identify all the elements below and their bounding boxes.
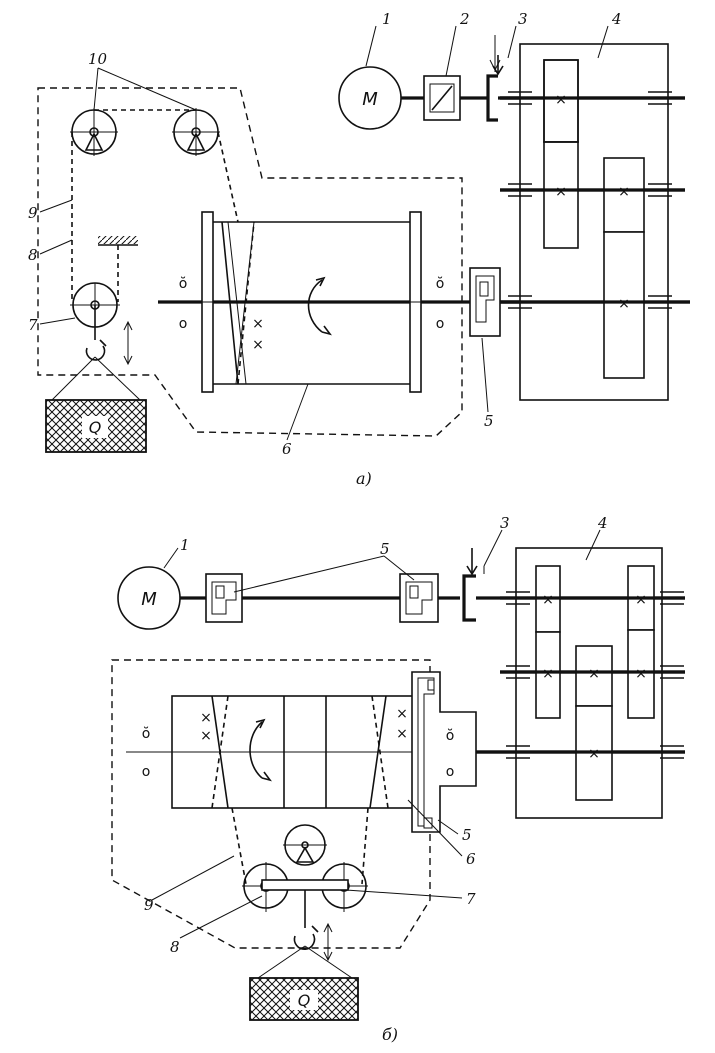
svg-text:×: × (396, 706, 408, 722)
svg-text:×: × (542, 666, 554, 682)
load-q-a: Q (45, 399, 147, 453)
svg-text:Q: Q (298, 991, 311, 1010)
svg-text:×: × (618, 296, 630, 312)
load-q-b: Q (249, 977, 359, 1021)
svg-text:o: o (179, 316, 188, 332)
svg-text:×: × (252, 316, 264, 332)
svg-text:×: × (542, 592, 554, 608)
leader-lines-a (39, 25, 609, 441)
hook-block-7-b (242, 862, 368, 979)
label-1-b: 1 (180, 536, 190, 554)
toothed-coupling-5-a (469, 267, 520, 337)
svg-text:×: × (555, 184, 567, 200)
leader-lines-b (151, 529, 601, 939)
svg-text:×: × (635, 666, 647, 682)
svg-text:×: × (200, 710, 212, 726)
svg-text:×: × (588, 746, 600, 762)
drum-6-b: × × × × ŏ o ŏ o (126, 671, 477, 833)
label-5-top-b: 5 (380, 540, 390, 558)
label-6-a: 6 (282, 440, 292, 458)
svg-text:M: M (141, 589, 157, 610)
svg-text:Q: Q (89, 418, 102, 437)
caption-b: б) (382, 1025, 398, 1044)
label-4-b: 4 (597, 514, 608, 532)
label-2-a: 2 (459, 10, 470, 28)
rope-anchor-a (98, 236, 138, 246)
motor-1-a: M (338, 66, 402, 130)
svg-text:×: × (555, 92, 567, 108)
hook-block-7-a (51, 282, 141, 401)
svg-text:×: × (200, 728, 212, 744)
svg-text:ŏ: ŏ (179, 276, 188, 292)
drum-6-a: × × ŏ o ŏ o (158, 211, 470, 393)
label-8-a: 8 (28, 246, 38, 264)
brake-3-a (486, 35, 504, 122)
gearbox-4-b: × × × × × × (470, 547, 685, 819)
frame-dashed-outline-a (37, 87, 463, 437)
svg-text:o: o (142, 764, 151, 780)
svg-text:ŏ: ŏ (142, 726, 151, 742)
label-10-a: 10 (88, 50, 108, 68)
rope-a (71, 131, 239, 302)
diagram-b: M (111, 514, 685, 1044)
svg-text:M: M (362, 89, 378, 110)
motor-1-b: M (117, 566, 181, 630)
svg-text:ŏ: ŏ (446, 728, 455, 744)
rope-b (231, 807, 369, 885)
svg-text:o: o (436, 316, 445, 332)
pulleys-10-a (70, 108, 220, 156)
toothed-coupling-5-right-b (399, 573, 439, 623)
svg-text:o: o (446, 764, 455, 780)
label-9-b: 9 (144, 896, 154, 914)
label-6-b: 6 (466, 850, 476, 868)
gearbox-4-a: × × × × (500, 43, 690, 401)
label-1-a: 1 (382, 10, 392, 28)
svg-text:×: × (588, 666, 600, 682)
svg-text:×: × (396, 726, 408, 742)
toothed-coupling-5-left-b (205, 573, 243, 623)
equalizer-pulley-b (283, 824, 327, 866)
label-5-a: 5 (484, 412, 494, 430)
label-7-b: 7 (466, 890, 476, 908)
label-3-b: 3 (500, 514, 510, 532)
label-7-a: 7 (28, 316, 38, 334)
label-8-b: 8 (170, 938, 180, 956)
label-5-bottom-b: 5 (462, 826, 472, 844)
brake-3-b (462, 548, 485, 622)
svg-text:×: × (635, 592, 647, 608)
label-3-a: 3 (518, 10, 528, 28)
coupling-2-a (423, 75, 461, 121)
label-9-a: 9 (28, 204, 38, 222)
label-4-a: 4 (611, 10, 622, 28)
svg-text:×: × (252, 337, 264, 353)
frame-dashed-outline-b (111, 659, 431, 949)
svg-text:ŏ: ŏ (436, 276, 445, 292)
svg-text:×: × (618, 184, 630, 200)
diagram-a: M (28, 10, 690, 488)
caption-a: a) (356, 469, 372, 488)
